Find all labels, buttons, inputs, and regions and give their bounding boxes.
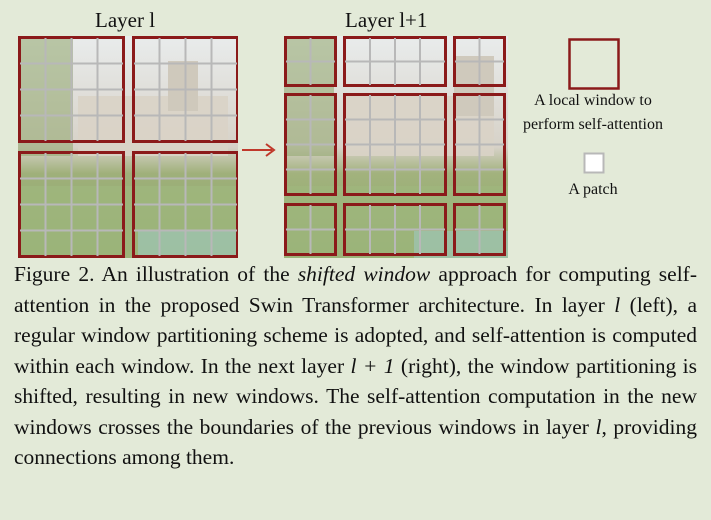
caption-part-2: approach for computing self-attention in… (14, 262, 698, 317)
window-top-right (132, 36, 238, 143)
shifted-window-r1c3 (453, 36, 506, 87)
caption-emphasis: shifted window (297, 262, 431, 286)
shifted-window-r2c2 (343, 93, 447, 196)
caption-part-4: (right), the window partitioning is shif… (14, 353, 697, 439)
legend-window-text-2: perform self-attention (523, 116, 663, 133)
castle-shape (78, 96, 228, 156)
shifted-window-r3c2 (343, 203, 447, 256)
caption-var-2: l + 1 (350, 353, 395, 378)
caption-var-1: l (614, 292, 621, 317)
caption-var-3: l (595, 414, 602, 439)
window-top-left (18, 36, 125, 143)
caption-part-5: , providing connections among them. (14, 414, 697, 470)
shifted-window-r1c2 (343, 36, 447, 87)
legend-patch-text: A patch (568, 181, 618, 198)
window-bottom-right (132, 151, 238, 258)
figure-caption: Figure 2. An illustration of the shifted… (14, 259, 697, 473)
shifted-window-r3c1 (284, 203, 337, 256)
layer-l-plus-1-panel (284, 36, 508, 258)
legend-window-text-1: A local window to (534, 92, 652, 109)
window-bottom-left (18, 151, 125, 258)
shifted-window-r3c3 (453, 203, 506, 256)
shift-arrow-icon (240, 140, 278, 160)
shifted-window-r2c3 (453, 93, 506, 196)
caption-part-3: (left), a regular window partitioning sc… (14, 292, 697, 378)
shifted-window-r1c1 (284, 36, 337, 87)
shifted-window-r2c1 (284, 93, 337, 196)
layer-l-plus-1-label: Layer l+1 (345, 8, 428, 32)
layer-l-label: Layer l (95, 8, 156, 32)
caption-part-1: Figure 2. An illustration of the (14, 262, 298, 286)
layer-l-panel (18, 36, 238, 258)
legend-patch-swatch (583, 152, 605, 174)
legend-window-swatch (568, 38, 620, 90)
